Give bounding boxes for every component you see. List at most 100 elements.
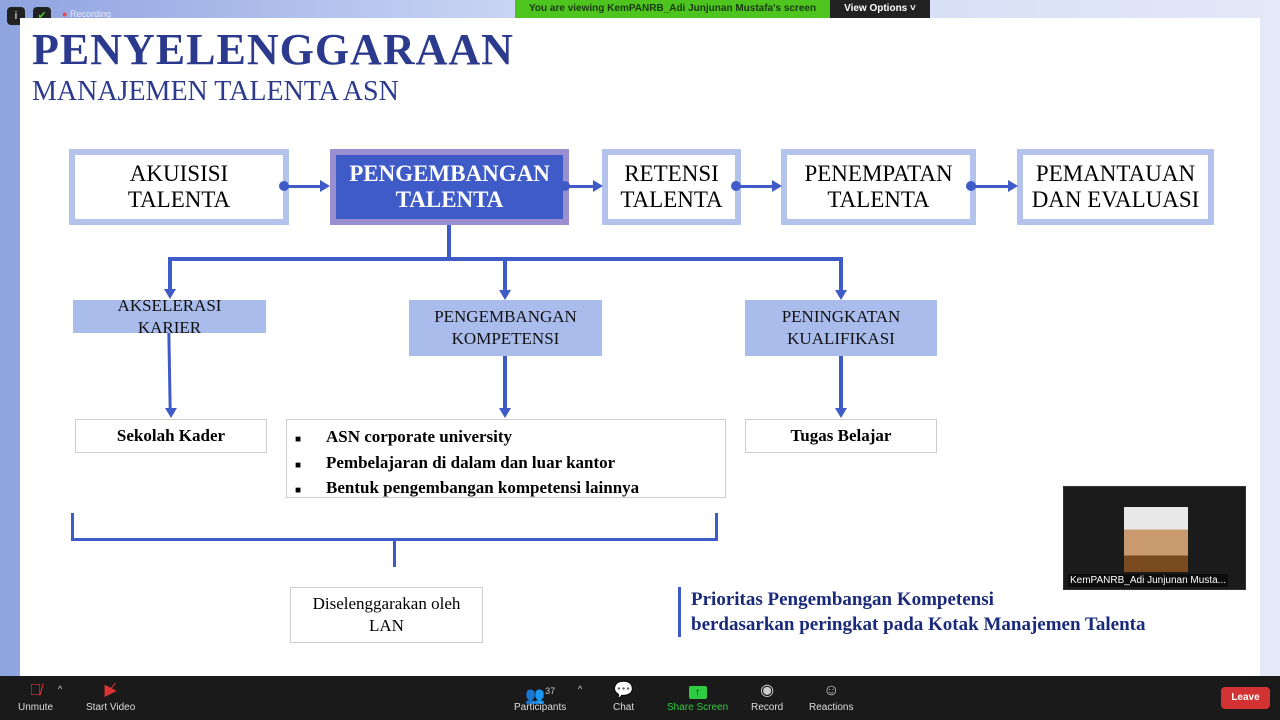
bullet-icon: ■ xyxy=(295,459,302,471)
participants-count: 37 xyxy=(545,686,556,696)
arrow-right-icon xyxy=(320,180,330,192)
box-line: KUALIFIKASI xyxy=(787,329,895,348)
box-line: PENINGKATAN xyxy=(781,307,901,326)
priority-note: Prioritas Pengembangan Kompetensi berdas… xyxy=(678,587,1145,637)
chat-button[interactable]: 💬 Chat xyxy=(613,680,634,713)
box-line: AKUISISI xyxy=(129,161,229,186)
bullet-item: ■ ASN corporate university xyxy=(295,426,725,452)
arrow-right-icon xyxy=(593,180,603,192)
start-video-button[interactable]: ▶̸ Start Video xyxy=(86,680,135,713)
reactions-label: Reactions xyxy=(809,702,854,713)
chevron-down-icon: ˅ xyxy=(910,3,916,14)
arrow-down-icon xyxy=(835,408,847,418)
bullet-text: Bentuk pengembangan kompetensi lainnya xyxy=(326,478,640,497)
box-line: TALENTA xyxy=(827,187,930,212)
connector xyxy=(503,257,507,290)
participants-label: Participants xyxy=(514,702,567,713)
unmute-button[interactable]: 🎙̸ Unmute xyxy=(18,680,53,713)
connector xyxy=(503,356,507,408)
bullet-item: ■ Bentuk pengembangan kompetensi lainnya xyxy=(295,477,725,503)
slide-title: PENYELENGGARAAN xyxy=(32,25,514,74)
box-peningkatan-kualifikasi: PENINGKATAN KUALIFIKASI xyxy=(745,300,937,356)
slide-subtitle: MANAJEMEN TALENTA ASN xyxy=(32,76,399,107)
bracket xyxy=(71,513,74,540)
connector xyxy=(839,356,843,408)
connector xyxy=(565,185,593,188)
box-line: PEMANTAUAN xyxy=(1035,161,1196,186)
connector xyxy=(168,257,172,289)
box-line: DAN EVALUASI xyxy=(1031,187,1200,212)
microphone-muted-icon: 🎙̸ xyxy=(29,682,42,699)
arrow-right-icon xyxy=(1008,180,1018,192)
arrow-down-icon xyxy=(835,290,847,300)
box-line: TALENTA xyxy=(127,187,231,212)
chat-label: Chat xyxy=(613,702,635,713)
recording-label: Recording xyxy=(69,9,111,19)
participant-video-tile[interactable]: KemPANRB_Adi Junjunan Musta... xyxy=(1063,486,1246,590)
box-pengembangan-kompetensi: PENGEMBANGAN KOMPETENSI xyxy=(409,300,602,356)
view-options-label: View Options xyxy=(844,3,908,14)
viewing-banner: You are viewing KemPANRB_Adi Junjunan Mu… xyxy=(515,0,831,18)
participants-icon: 👥37 xyxy=(525,686,556,705)
chat-icon: 💬 xyxy=(613,682,634,699)
bullet-text: ASN corporate university xyxy=(326,427,513,446)
connector xyxy=(971,185,1008,188)
arrow-down-icon xyxy=(164,289,176,299)
arrow-down-icon xyxy=(499,290,511,300)
box-tugas-belajar: Tugas Belajar xyxy=(745,419,937,453)
participant-name: KemPANRB_Adi Junjunan Musta... xyxy=(1068,574,1229,587)
note-line: Prioritas Pengembangan Kompetensi xyxy=(691,589,994,610)
bullet-item: ■ Pembelajaran di dalam dan luar kantor xyxy=(295,452,725,478)
bracket xyxy=(393,538,396,567)
participants-caret-icon[interactable]: ^ xyxy=(578,684,583,694)
connector xyxy=(736,185,772,188)
bullet-icon: ■ xyxy=(295,485,302,496)
record-label: Record xyxy=(751,702,784,713)
box-line: KOMPETENSI xyxy=(451,329,560,348)
start-video-label: Start Video xyxy=(86,702,136,713)
participant-avatar xyxy=(1124,507,1188,572)
box-line: LAN xyxy=(369,616,404,635)
arrow-right-icon xyxy=(772,180,782,192)
box-line: RETENSI xyxy=(624,161,719,186)
tree-trunk xyxy=(447,225,451,259)
video-off-icon: ▶̸ xyxy=(104,682,117,699)
record-button[interactable]: ◉ Record xyxy=(751,680,783,713)
box-line: Diselenggarakan oleh xyxy=(312,594,461,613)
bracket xyxy=(715,513,718,540)
recording-indicator: ● Recording xyxy=(62,9,111,19)
shared-slide xyxy=(20,18,1260,676)
arrow-down-icon xyxy=(499,408,511,418)
bullet-text: Pembelajaran di dalam dan luar kantor xyxy=(326,452,616,472)
note-line: berdasarkan peringkat pada Kotak Manajem… xyxy=(691,614,1146,635)
box-line: PENGEMBANGAN xyxy=(434,307,577,326)
recording-dot-icon: ● xyxy=(62,9,68,19)
box-sekolah-kader: Sekolah Kader xyxy=(75,419,267,453)
record-icon: ◉ xyxy=(760,682,775,699)
box-line: PENGEMBANGAN xyxy=(349,161,550,186)
reactions-button[interactable]: ☺ Reactions xyxy=(809,680,853,713)
connector xyxy=(839,257,843,290)
connector xyxy=(284,185,320,188)
view-options-button[interactable]: View Options ˅ xyxy=(830,0,930,18)
share-screen-button[interactable]: ↑Share Screen xyxy=(667,680,728,713)
box-line: PENEMPATAN xyxy=(804,161,953,186)
leave-button[interactable]: Leave xyxy=(1221,687,1270,709)
reactions-icon: ☺ xyxy=(823,682,840,699)
share-screen-label: Share Screen xyxy=(667,702,729,713)
share-screen-icon: ↑ xyxy=(688,680,707,702)
box-line: AKSELERASI xyxy=(117,295,222,315)
unmute-label: Unmute xyxy=(18,702,54,713)
bullet-icon: ■ xyxy=(295,434,302,445)
audio-options-caret-icon[interactable]: ^ xyxy=(58,684,63,694)
box-line: KARIER xyxy=(137,317,202,337)
bullet-list-box: ■ ASN corporate university ■ Pembelajaran … xyxy=(286,419,726,498)
